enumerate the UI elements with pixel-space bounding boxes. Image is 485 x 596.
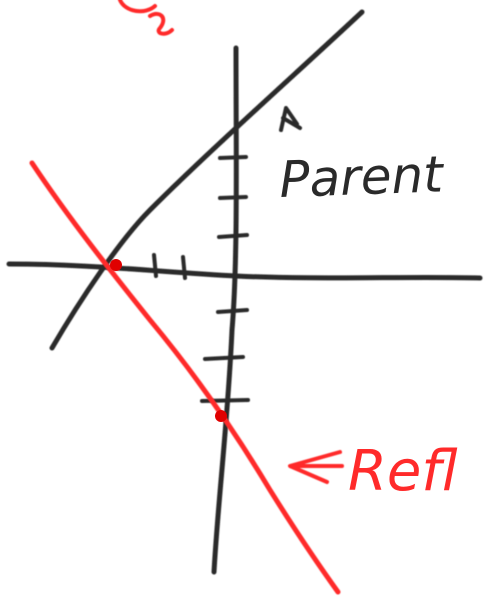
x-tick <box>181 255 187 280</box>
y-tick <box>217 233 249 239</box>
parent-line <box>49 9 365 351</box>
point-reflection-y-intercept <box>215 410 227 422</box>
y-tick <box>203 355 245 361</box>
x-axis <box>6 261 483 281</box>
y-tick <box>218 195 248 200</box>
y-tick <box>216 308 249 314</box>
left-arrow-icon <box>288 450 344 484</box>
reflection-line <box>29 160 341 595</box>
top-scribble <box>118 0 174 36</box>
point-reflection-x-intercept <box>110 259 122 271</box>
reflection-label: Refl <box>348 439 458 504</box>
parent-label: Parent <box>278 145 446 209</box>
y-axis <box>211 45 239 575</box>
y-tick <box>218 155 248 160</box>
caret-arrow-icon <box>279 106 302 132</box>
x-tick <box>152 253 158 278</box>
